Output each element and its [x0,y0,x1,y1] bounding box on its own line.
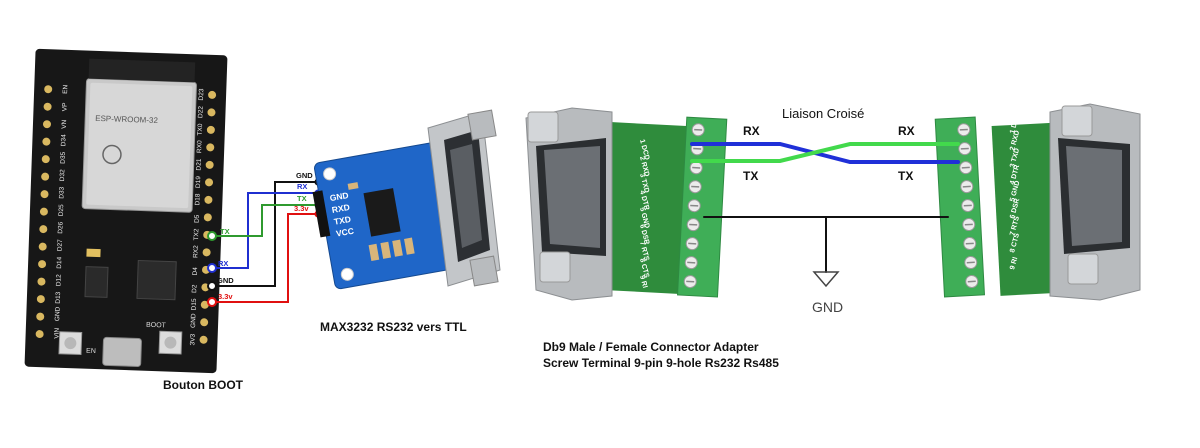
esp-left-pin-label: GND [54,306,62,321]
cross-label-tx-right: TX [898,169,913,183]
esp-right-pin-label: D19 [195,176,202,189]
wire-label-rx: RX [297,182,307,191]
bouton-boot-caption: Bouton BOOT [163,378,243,392]
esp-right-pin-label: RX0 [196,140,203,153]
en-button[interactable] [59,332,82,355]
esp-left-pin-label: D34 [60,134,67,147]
db9-male-right [1050,104,1140,300]
esp-right-pin-label: GND [190,313,198,328]
wire-label-tx: TX [297,194,307,203]
esp-right-pin-label: TX2 [193,228,200,241]
wire-label-gnd: GND [296,171,313,180]
esp-left-pin-label: D13 [55,291,62,304]
cross-label-rx-right: RX [898,124,915,138]
max3232-caption: MAX3232 RS232 vers TTL [320,320,467,334]
boot-button[interactable] [159,331,182,354]
esp-right-pin-label: RX2 [192,245,199,258]
cross-label-tx-left: TX [743,169,758,183]
esp-right-pin-label: 3V3 [189,333,196,345]
esp32-board: ESP-WROOM-32 ENVPVND34D35D32D33D25D26D27… [25,49,228,374]
esp-left-pin-label: VP [61,103,68,112]
esp-right-pin-label: D2 [191,284,198,293]
esp-label-rx: RX [218,259,228,268]
esp-left-pin-label: D27 [57,239,64,252]
esp-left-pin-label: D14 [56,256,63,269]
esp-right-pin-label: D18 [194,193,201,206]
crossed-link [692,144,958,272]
esp-usb-chip [137,260,176,299]
db9-male-left [526,108,612,300]
esp-label-33v: 3.3v [218,292,233,301]
wire-label-33v: 3.3v [294,204,309,213]
esp-left-pin-label: D35 [60,151,67,164]
cross-label-rx-left: RX [743,124,760,138]
cross-wire-tx-to-rx [692,144,958,161]
db9-caption-line2: Screw Terminal 9-pin 9-hole Rs232 Rs485 [543,356,779,370]
esp-left-pin-label: D33 [58,186,65,199]
boot-button-label: BOOT [146,322,167,330]
esp-right-pin-label: D15 [191,298,198,311]
liaison-label: Liaison Croisé [782,106,864,121]
esp-left-pin-label: D12 [55,274,62,287]
esp-label-tx: TX [220,227,230,236]
esp-left-pin-label: VN [61,119,68,129]
esp-left-pin-label: D25 [58,204,65,217]
esp-right-pin-label: D21 [195,158,202,171]
esp-left-pin-label: D32 [59,169,66,182]
esp-regulator [85,267,108,298]
gnd-symbol: GND [812,272,843,315]
esp-left-pin-label: EN [62,84,69,94]
esp-right-pin-label: TX0 [197,123,204,136]
esp-right-pin-label: D4 [192,267,199,276]
usb-port [103,337,142,366]
esp-right-pin-label: D22 [197,106,204,119]
esp-right-pin-label: D23 [198,88,205,101]
db9-caption-line1: Db9 Male / Female Connector Adapter [543,340,759,354]
esp-left-pin-label: D26 [57,221,64,234]
en-button-label: EN [86,348,96,355]
esp-label-gnd: GND [217,276,234,285]
esp-right-pin-label: D5 [194,214,201,223]
gnd-symbol-label: GND [812,299,843,315]
